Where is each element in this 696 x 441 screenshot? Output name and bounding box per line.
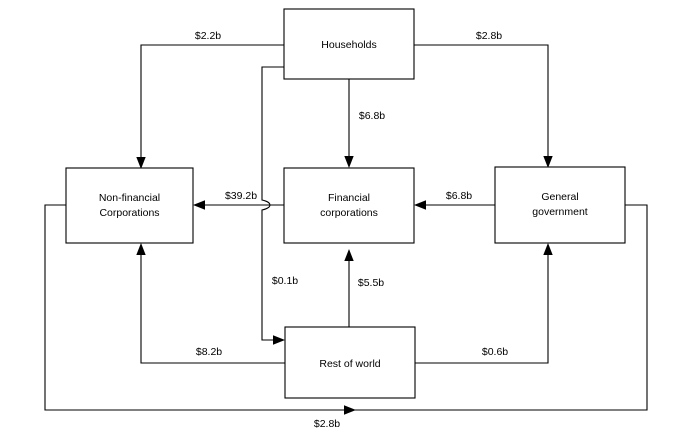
arrow-head-gg-to-fc: [414, 200, 426, 210]
node-rest-of-world-label: Rest of world: [319, 358, 380, 370]
node-financial-corps-box: [283, 167, 415, 244]
arrow-head-hh-to-nfc: [136, 157, 146, 169]
node-non-financial-corps[interactable]: Non-financial Corporations: [65, 167, 194, 244]
node-general-government[interactable]: General government: [494, 166, 626, 244]
arrow-head-hh-to-fc: [344, 156, 354, 168]
arrow-head-row-to-nfc: [136, 243, 146, 255]
node-households-box: [283, 8, 415, 80]
node-non-financial-corps-label-line1: Non-financial: [99, 192, 160, 204]
edge-label-row-to-fc: $5.5b: [358, 277, 384, 289]
arrow-head-row-to-gg: [543, 243, 553, 255]
flow-line-row-to-gg: [415, 250, 549, 364]
edge-label-nfc-to-gg: $2.8b: [314, 418, 340, 430]
node-households[interactable]: Households: [283, 8, 415, 80]
arrow-head-hh-to-row: [273, 335, 285, 345]
arrow-head-hh-to-gg: [543, 156, 553, 168]
node-rest-of-world-box: [284, 326, 416, 399]
arrow-head-fc-to-nfc: [193, 200, 205, 210]
node-financial-corps-label-line1: Financial: [328, 192, 370, 204]
flow-line-hh-to-nfc: [140, 44, 284, 162]
node-general-government-box: [494, 166, 626, 244]
node-financial-corps-label-line2: corporations: [320, 207, 378, 219]
flow-line-row-to-nfc: [140, 250, 285, 364]
node-non-financial-corps-label-line2: Corporations: [99, 207, 159, 219]
flow-line-hh-to-gg: [414, 44, 549, 161]
edge-label-hh-to-row: $0.1b: [272, 275, 298, 287]
edge-label-hh-to-gg: $2.8b: [476, 30, 502, 42]
arrow-head-row-to-fc: [344, 249, 354, 261]
edge-label-row-to-gg: $0.6b: [482, 346, 508, 358]
edge-label-hh-to-fc: $6.8b: [359, 110, 385, 122]
edge-label-hh-to-nfc: $2.2b: [195, 30, 221, 42]
node-households-label: Households: [321, 39, 376, 51]
node-general-government-label-line1: General: [541, 191, 578, 203]
node-rest-of-world[interactable]: Rest of world: [284, 326, 416, 399]
edge-label-gg-to-fc: $6.8b: [446, 190, 472, 202]
node-financial-corps[interactable]: Financial corporations: [283, 167, 415, 244]
arrow-head-nfc-to-gg: [344, 405, 356, 415]
node-non-financial-corps-box: [65, 167, 194, 244]
edge-label-fc-to-nfc: $39.2b: [225, 190, 257, 202]
node-general-government-label-line2: government: [532, 206, 588, 218]
edge-label-row-to-nfc: $8.2b: [196, 346, 222, 358]
flow-line-hh-to-row: [261, 66, 284, 341]
